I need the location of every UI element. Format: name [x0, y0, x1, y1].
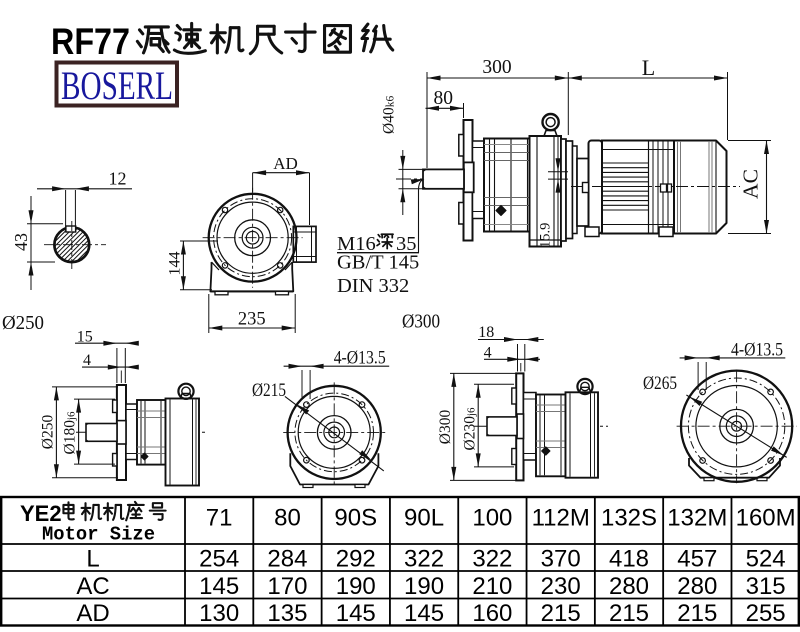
svg-text:35: 35 [396, 233, 417, 255]
svg-text:190: 190 [404, 573, 444, 600]
svg-text:Ø300: Ø300 [402, 312, 440, 333]
svg-text:15: 15 [77, 329, 93, 346]
svg-text:210: 210 [472, 573, 512, 600]
svg-text:Ø230j6: Ø230j6 [462, 407, 479, 451]
svg-text:524: 524 [746, 546, 786, 573]
svg-text:RF77: RF77 [51, 21, 130, 62]
svg-text:AD: AD [273, 154, 298, 173]
svg-text:L: L [642, 55, 655, 80]
svg-text:160M: 160M [736, 505, 796, 532]
svg-text:170: 170 [267, 573, 307, 600]
svg-text:YE2: YE2 [20, 501, 62, 526]
svg-text:215: 215 [677, 600, 717, 627]
svg-text:322: 322 [404, 546, 444, 573]
svg-text:43: 43 [11, 233, 31, 251]
svg-text:292: 292 [336, 546, 376, 573]
svg-text:144: 144 [167, 252, 184, 276]
svg-text:AC: AC [76, 573, 109, 600]
svg-text:18: 18 [478, 324, 494, 341]
svg-text:254: 254 [199, 546, 239, 573]
svg-text:80: 80 [274, 505, 301, 532]
svg-text:AD: AD [76, 600, 109, 627]
svg-text:12: 12 [109, 169, 127, 189]
svg-text:Motor Size: Motor Size [42, 524, 155, 546]
svg-text:280: 280 [609, 573, 649, 600]
svg-text:DIN 332: DIN 332 [337, 275, 409, 297]
svg-text:457: 457 [677, 546, 717, 573]
svg-text:215: 215 [609, 600, 649, 627]
svg-text:145: 145 [404, 600, 444, 627]
svg-text:Ø250: Ø250 [2, 313, 44, 334]
svg-text:4: 4 [83, 352, 91, 369]
svg-text:130: 130 [199, 600, 239, 627]
svg-text:Ø300: Ø300 [437, 410, 454, 445]
svg-text:90L: 90L [404, 505, 444, 532]
svg-text:418: 418 [609, 546, 649, 573]
svg-text:235: 235 [238, 310, 266, 330]
svg-text:L: L [86, 546, 99, 573]
svg-text:370: 370 [541, 546, 581, 573]
svg-text:160: 160 [472, 600, 512, 627]
svg-text:300: 300 [482, 57, 511, 78]
svg-text:255: 255 [746, 600, 786, 627]
svg-text:145: 145 [336, 600, 376, 627]
svg-text:112M: 112M [532, 505, 590, 532]
svg-text:Ø215: Ø215 [252, 380, 286, 401]
svg-text:135: 135 [267, 600, 307, 627]
svg-text:230: 230 [541, 573, 581, 600]
svg-text:GB/T 145: GB/T 145 [337, 251, 419, 273]
svg-text:Ø250: Ø250 [40, 415, 57, 450]
svg-text:280: 280 [677, 573, 717, 600]
svg-text:4-Ø13.5: 4-Ø13.5 [731, 341, 783, 361]
svg-text:284: 284 [267, 546, 307, 573]
svg-text:M16: M16 [337, 233, 376, 255]
svg-text:BOSERL: BOSERL [61, 63, 173, 108]
svg-text:80: 80 [433, 88, 453, 109]
svg-text:Ø180j6: Ø180j6 [62, 411, 79, 455]
svg-text:AC: AC [739, 169, 763, 199]
svg-text:100: 100 [472, 505, 512, 532]
svg-text:132S: 132S [601, 505, 657, 532]
svg-text:322: 322 [472, 546, 512, 573]
svg-text:4-Ø13.5: 4-Ø13.5 [334, 349, 386, 369]
svg-text:132M: 132M [667, 505, 727, 532]
svg-text:71: 71 [206, 505, 233, 532]
svg-text:Ø265: Ø265 [643, 373, 677, 394]
svg-text:315: 315 [746, 573, 786, 600]
svg-text:90S: 90S [334, 505, 377, 532]
svg-text:190: 190 [336, 573, 376, 600]
svg-text:4: 4 [484, 345, 492, 362]
svg-text:15.9: 15.9 [538, 223, 554, 248]
svg-text:145: 145 [199, 573, 239, 600]
svg-text:Ø40k6: Ø40k6 [381, 96, 398, 134]
svg-text:215: 215 [541, 600, 581, 627]
